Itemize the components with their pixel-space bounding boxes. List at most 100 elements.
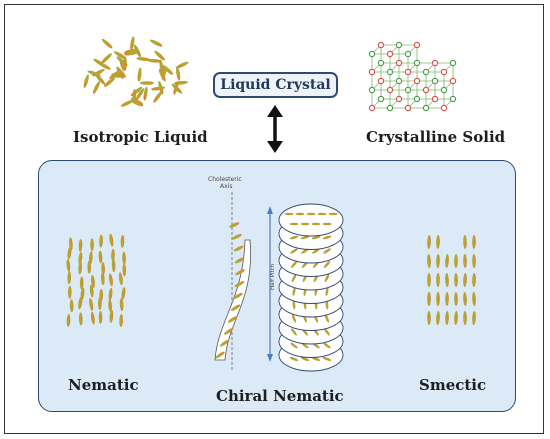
molecule-icon bbox=[66, 258, 71, 272]
molecule-icon bbox=[436, 311, 440, 325]
molecule-icon bbox=[233, 292, 243, 300]
molecule-icon bbox=[69, 299, 74, 313]
molecule-icon bbox=[67, 271, 72, 285]
molecule-icon bbox=[111, 248, 115, 262]
liquid-crystal-phases-panel bbox=[38, 160, 516, 412]
half-pitch-arrow bbox=[267, 206, 273, 362]
molecule-icon bbox=[323, 261, 331, 268]
molecule-icon bbox=[133, 44, 141, 58]
double-arrow-icon bbox=[267, 105, 283, 153]
molecule-icon bbox=[290, 342, 298, 349]
lattice-node bbox=[395, 41, 403, 49]
lattice-node bbox=[377, 41, 385, 49]
molecule-icon bbox=[92, 81, 100, 94]
lattice-node bbox=[404, 86, 412, 94]
molecule-icon bbox=[98, 62, 111, 70]
molecule-icon bbox=[295, 212, 305, 216]
molecule-icon bbox=[234, 281, 245, 288]
molecule-icon bbox=[454, 292, 458, 306]
lattice-node bbox=[440, 86, 448, 94]
molecule-icon bbox=[324, 273, 330, 283]
molecule-icon bbox=[101, 38, 113, 49]
molecule-icon bbox=[323, 342, 331, 349]
molecule-icon bbox=[312, 248, 320, 254]
molecule-icon bbox=[229, 222, 240, 228]
molecule-icon bbox=[78, 296, 83, 310]
molecule-icon bbox=[130, 86, 143, 96]
molecule-icon bbox=[108, 299, 112, 313]
lattice-node bbox=[368, 50, 376, 58]
lattice-node bbox=[413, 41, 421, 49]
molecule-icon bbox=[311, 235, 321, 240]
lattice-node bbox=[386, 86, 394, 94]
lattice-node bbox=[368, 104, 376, 112]
molecule-icon bbox=[101, 53, 112, 64]
molecule-icon bbox=[454, 254, 458, 268]
lattice-node bbox=[395, 77, 403, 85]
molecule-icon bbox=[67, 285, 72, 299]
smectic-molecules bbox=[427, 235, 476, 325]
chiral-nematic-layer-stack bbox=[278, 203, 344, 372]
smectic-label: Smectic bbox=[419, 376, 487, 394]
molecule-icon bbox=[120, 234, 125, 248]
molecule-icon bbox=[463, 292, 467, 306]
molecule-icon bbox=[291, 314, 297, 323]
lattice-node bbox=[377, 77, 385, 85]
molecule-icon bbox=[153, 91, 163, 103]
molecule-icon bbox=[87, 260, 92, 274]
molecule-icon bbox=[83, 74, 89, 88]
molecule-icon bbox=[322, 235, 332, 240]
molecule-icon bbox=[120, 99, 134, 107]
molecule-icon bbox=[311, 357, 321, 361]
molecule-icon bbox=[119, 57, 125, 72]
molecule-icon bbox=[292, 300, 296, 310]
molecule-icon bbox=[108, 273, 113, 287]
lattice-node bbox=[404, 68, 412, 76]
molecule-icon bbox=[472, 311, 476, 325]
molecule-icon bbox=[227, 316, 238, 323]
molecule-icon bbox=[100, 272, 105, 286]
molecule-icon bbox=[289, 235, 299, 240]
lattice-node bbox=[440, 104, 448, 112]
lattice-node bbox=[422, 104, 430, 112]
molecule-icon bbox=[135, 88, 145, 100]
molecule-icon bbox=[436, 254, 440, 268]
lattice-node bbox=[431, 77, 439, 85]
lattice-node bbox=[431, 95, 439, 103]
lattice-node bbox=[368, 68, 376, 76]
lattice-node bbox=[449, 95, 457, 103]
molecule-icon bbox=[324, 328, 330, 336]
molecule-icon bbox=[91, 274, 95, 288]
molecule-icon bbox=[472, 292, 476, 306]
cholesteric-helix bbox=[214, 192, 252, 372]
lattice-node bbox=[404, 50, 412, 58]
molecule-icon bbox=[67, 246, 72, 260]
molecule-icon bbox=[95, 73, 106, 85]
lattice-node bbox=[413, 77, 421, 85]
molecule-icon bbox=[234, 257, 245, 264]
molecule-icon bbox=[463, 254, 467, 268]
chiral-nematic-label: Chiral Nematic bbox=[216, 387, 344, 405]
lattice-node bbox=[422, 68, 430, 76]
molecule-icon bbox=[122, 251, 126, 265]
molecule-icon bbox=[290, 248, 298, 254]
crystal-lattice-icon bbox=[368, 41, 457, 112]
molecule-icon bbox=[143, 86, 148, 101]
molecule-icon bbox=[322, 357, 332, 361]
molecule-icon bbox=[158, 80, 164, 95]
molecule-icon bbox=[427, 292, 431, 306]
molecule-icon bbox=[306, 212, 316, 216]
molecule-icon bbox=[103, 77, 116, 87]
molecule-icon bbox=[322, 222, 332, 226]
molecule-icon bbox=[121, 287, 126, 300]
molecule-icon bbox=[66, 313, 71, 327]
molecule-icon bbox=[454, 273, 458, 287]
cholesteric-axis-label-line2: Axis bbox=[220, 183, 233, 190]
molecule-icon bbox=[291, 328, 297, 336]
isotropic-liquid-label: Isotropic Liquid bbox=[73, 128, 208, 146]
nematic-label: Nematic bbox=[68, 376, 139, 394]
layer-disk bbox=[278, 203, 344, 237]
molecule-icon bbox=[98, 310, 103, 324]
lattice-node bbox=[413, 95, 421, 103]
molecule-icon bbox=[149, 39, 163, 47]
